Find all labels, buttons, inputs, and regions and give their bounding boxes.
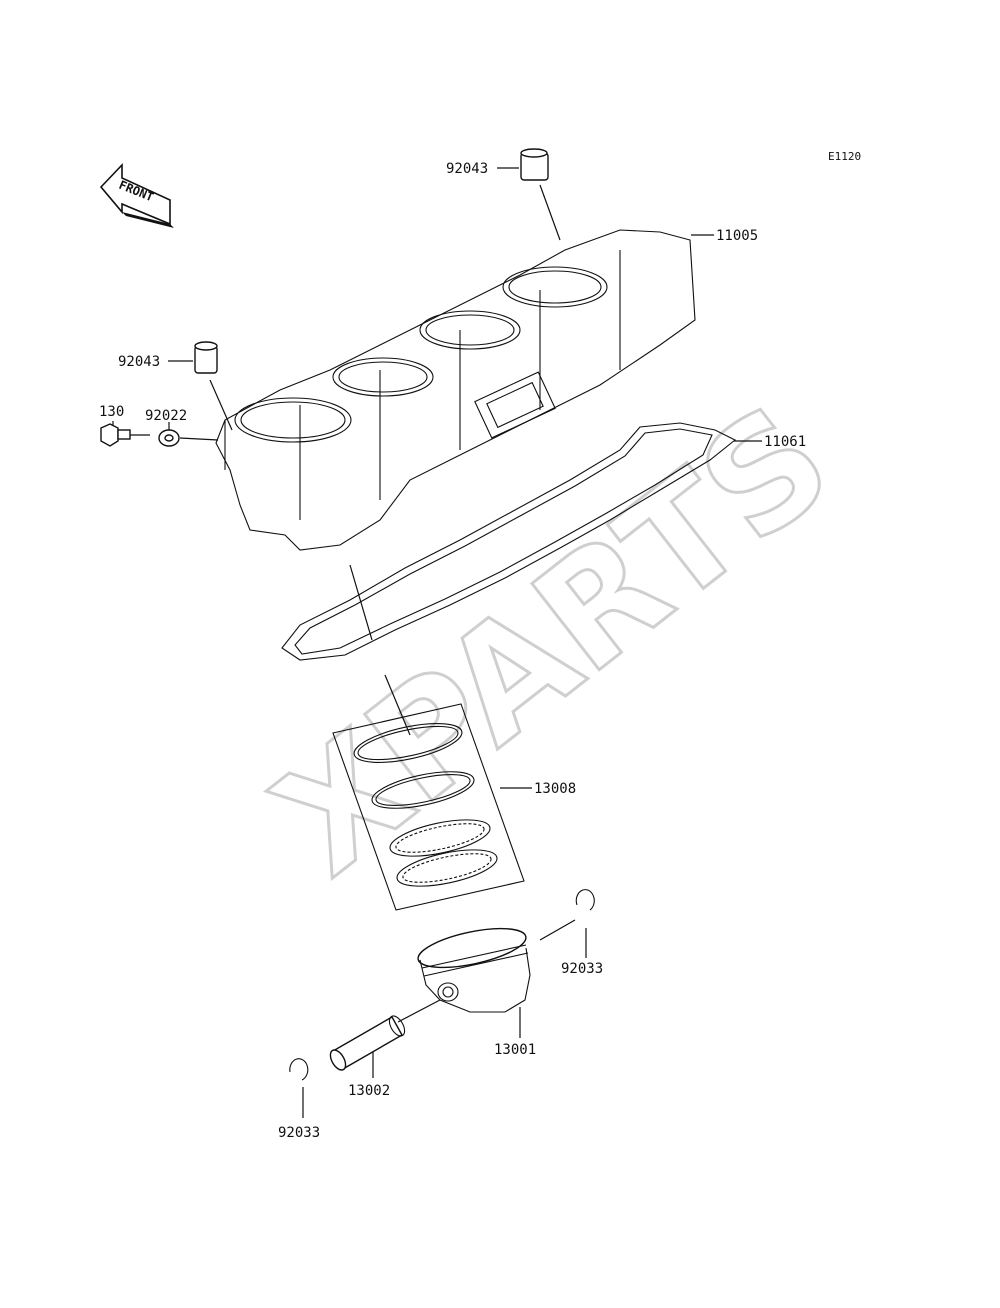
- cylinder-head-gasket: [281, 422, 737, 661]
- piston-pin: [329, 1015, 406, 1071]
- dowel-pin-left: [194, 341, 233, 431]
- callout-92033-right[interactable]: 92033: [561, 961, 603, 977]
- bolt: [100, 423, 150, 447]
- diagram-code: E1120: [828, 150, 861, 163]
- piston: [397, 927, 531, 1023]
- callout-11061[interactable]: 11061: [764, 434, 806, 450]
- watermark: XPARTS: [244, 371, 864, 909]
- callout-13008[interactable]: 13008: [534, 781, 576, 797]
- callout-11005[interactable]: 11005: [716, 228, 758, 244]
- piston-ring-set: [332, 674, 525, 911]
- callout-92043-top[interactable]: 92043: [446, 161, 488, 177]
- callout-13002[interactable]: 13002: [348, 1083, 390, 1099]
- svg-text:XPARTS: XPARTS: [245, 373, 862, 908]
- callout-92033-left[interactable]: 92033: [278, 1125, 320, 1141]
- callout-130[interactable]: 130: [99, 404, 124, 420]
- front-arrow-icon: FRONT: [99, 163, 174, 228]
- dowel-pin-top: [520, 148, 561, 241]
- callout-92022[interactable]: 92022: [145, 408, 187, 424]
- callout-13001[interactable]: 13001: [494, 1042, 536, 1058]
- washer: [158, 429, 219, 447]
- callout-92043-left[interactable]: 92043: [118, 354, 160, 370]
- cylinder-block: [215, 229, 696, 551]
- circlip-right: [539, 889, 595, 941]
- circlip-left: [289, 1058, 309, 1081]
